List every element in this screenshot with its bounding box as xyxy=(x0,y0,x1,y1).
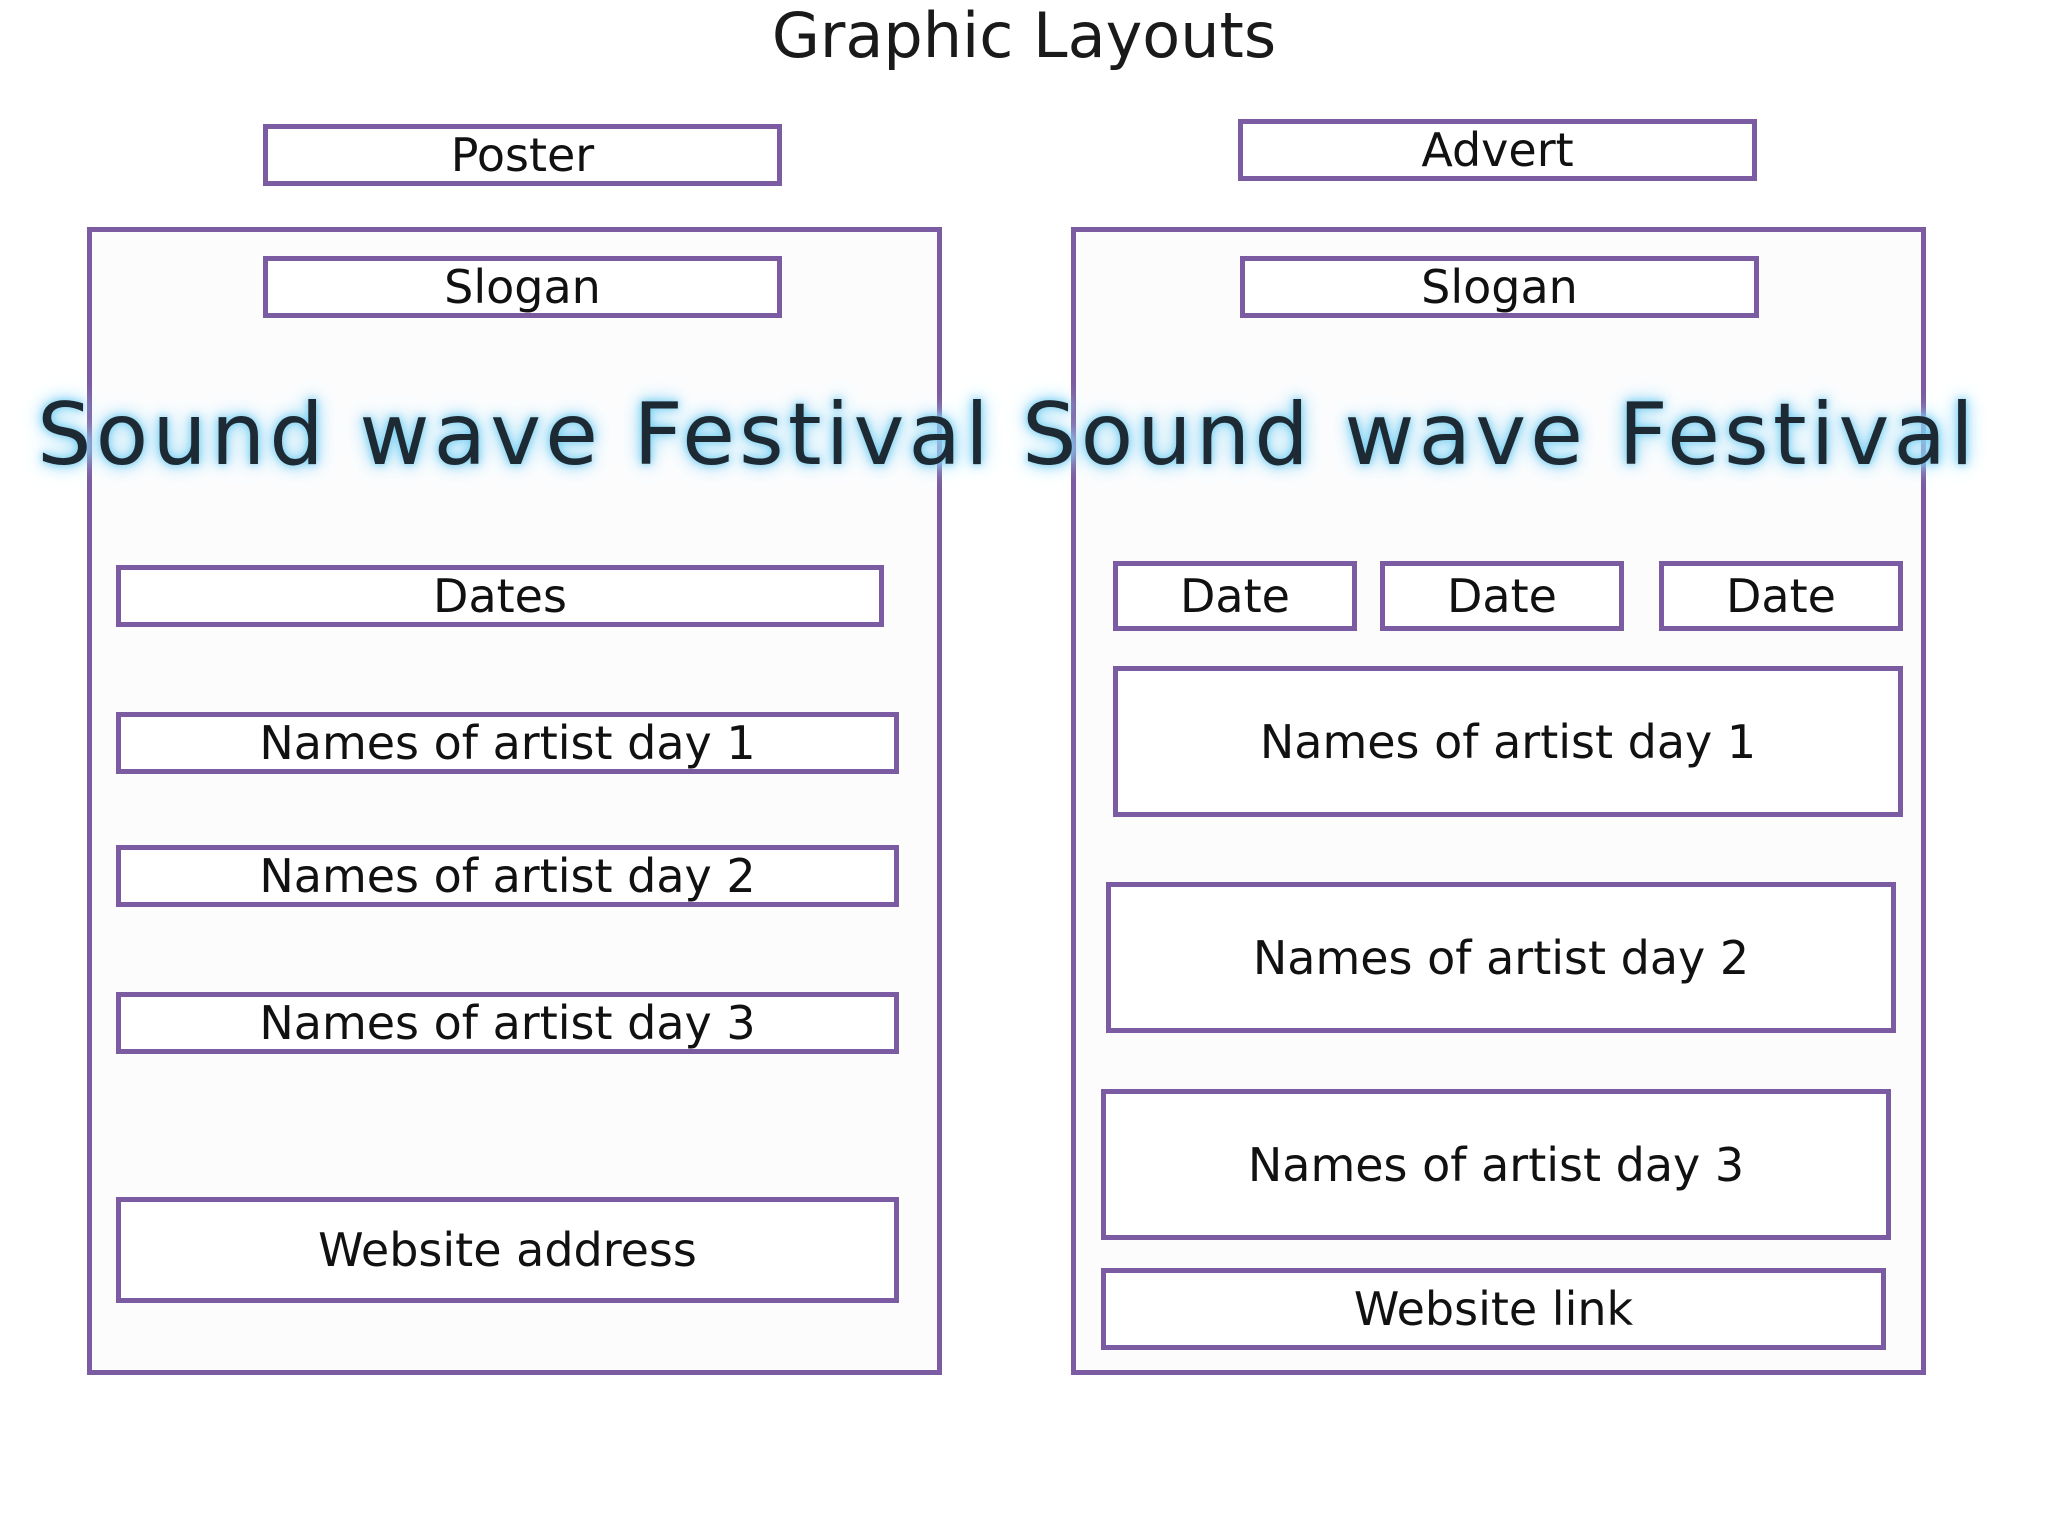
advert-artists-day2-box: Names of artist day 2 xyxy=(1106,882,1896,1033)
poster-heading: Poster xyxy=(263,124,782,186)
poster-artists-day2-box: Names of artist day 2 xyxy=(116,845,899,907)
advert-artists-day1-box: Names of artist day 1 xyxy=(1113,666,1903,817)
poster-layout-panel xyxy=(87,227,942,1375)
poster-artists-day1-box: Names of artist day 1 xyxy=(116,712,899,774)
advert-date-box-3: Date xyxy=(1659,561,1903,631)
advert-heading: Advert xyxy=(1238,119,1757,181)
advert-website-box: Website link xyxy=(1101,1268,1886,1350)
advert-festival-logo: Sound wave Festival xyxy=(1022,385,1978,485)
advert-date-box-1: Date xyxy=(1113,561,1357,631)
poster-artists-day3-box: Names of artist day 3 xyxy=(116,992,899,1054)
advert-date-box-2: Date xyxy=(1380,561,1624,631)
poster-slogan-box: Slogan xyxy=(263,256,782,318)
advert-artists-day3-box: Names of artist day 3 xyxy=(1101,1089,1891,1240)
page-title: Graphic Layouts xyxy=(771,0,1277,72)
advert-slogan-box: Slogan xyxy=(1240,256,1759,318)
poster-festival-logo: Sound wave Festival xyxy=(37,385,993,485)
poster-website-box: Website address xyxy=(116,1197,899,1303)
poster-dates-box: Dates xyxy=(116,565,884,627)
